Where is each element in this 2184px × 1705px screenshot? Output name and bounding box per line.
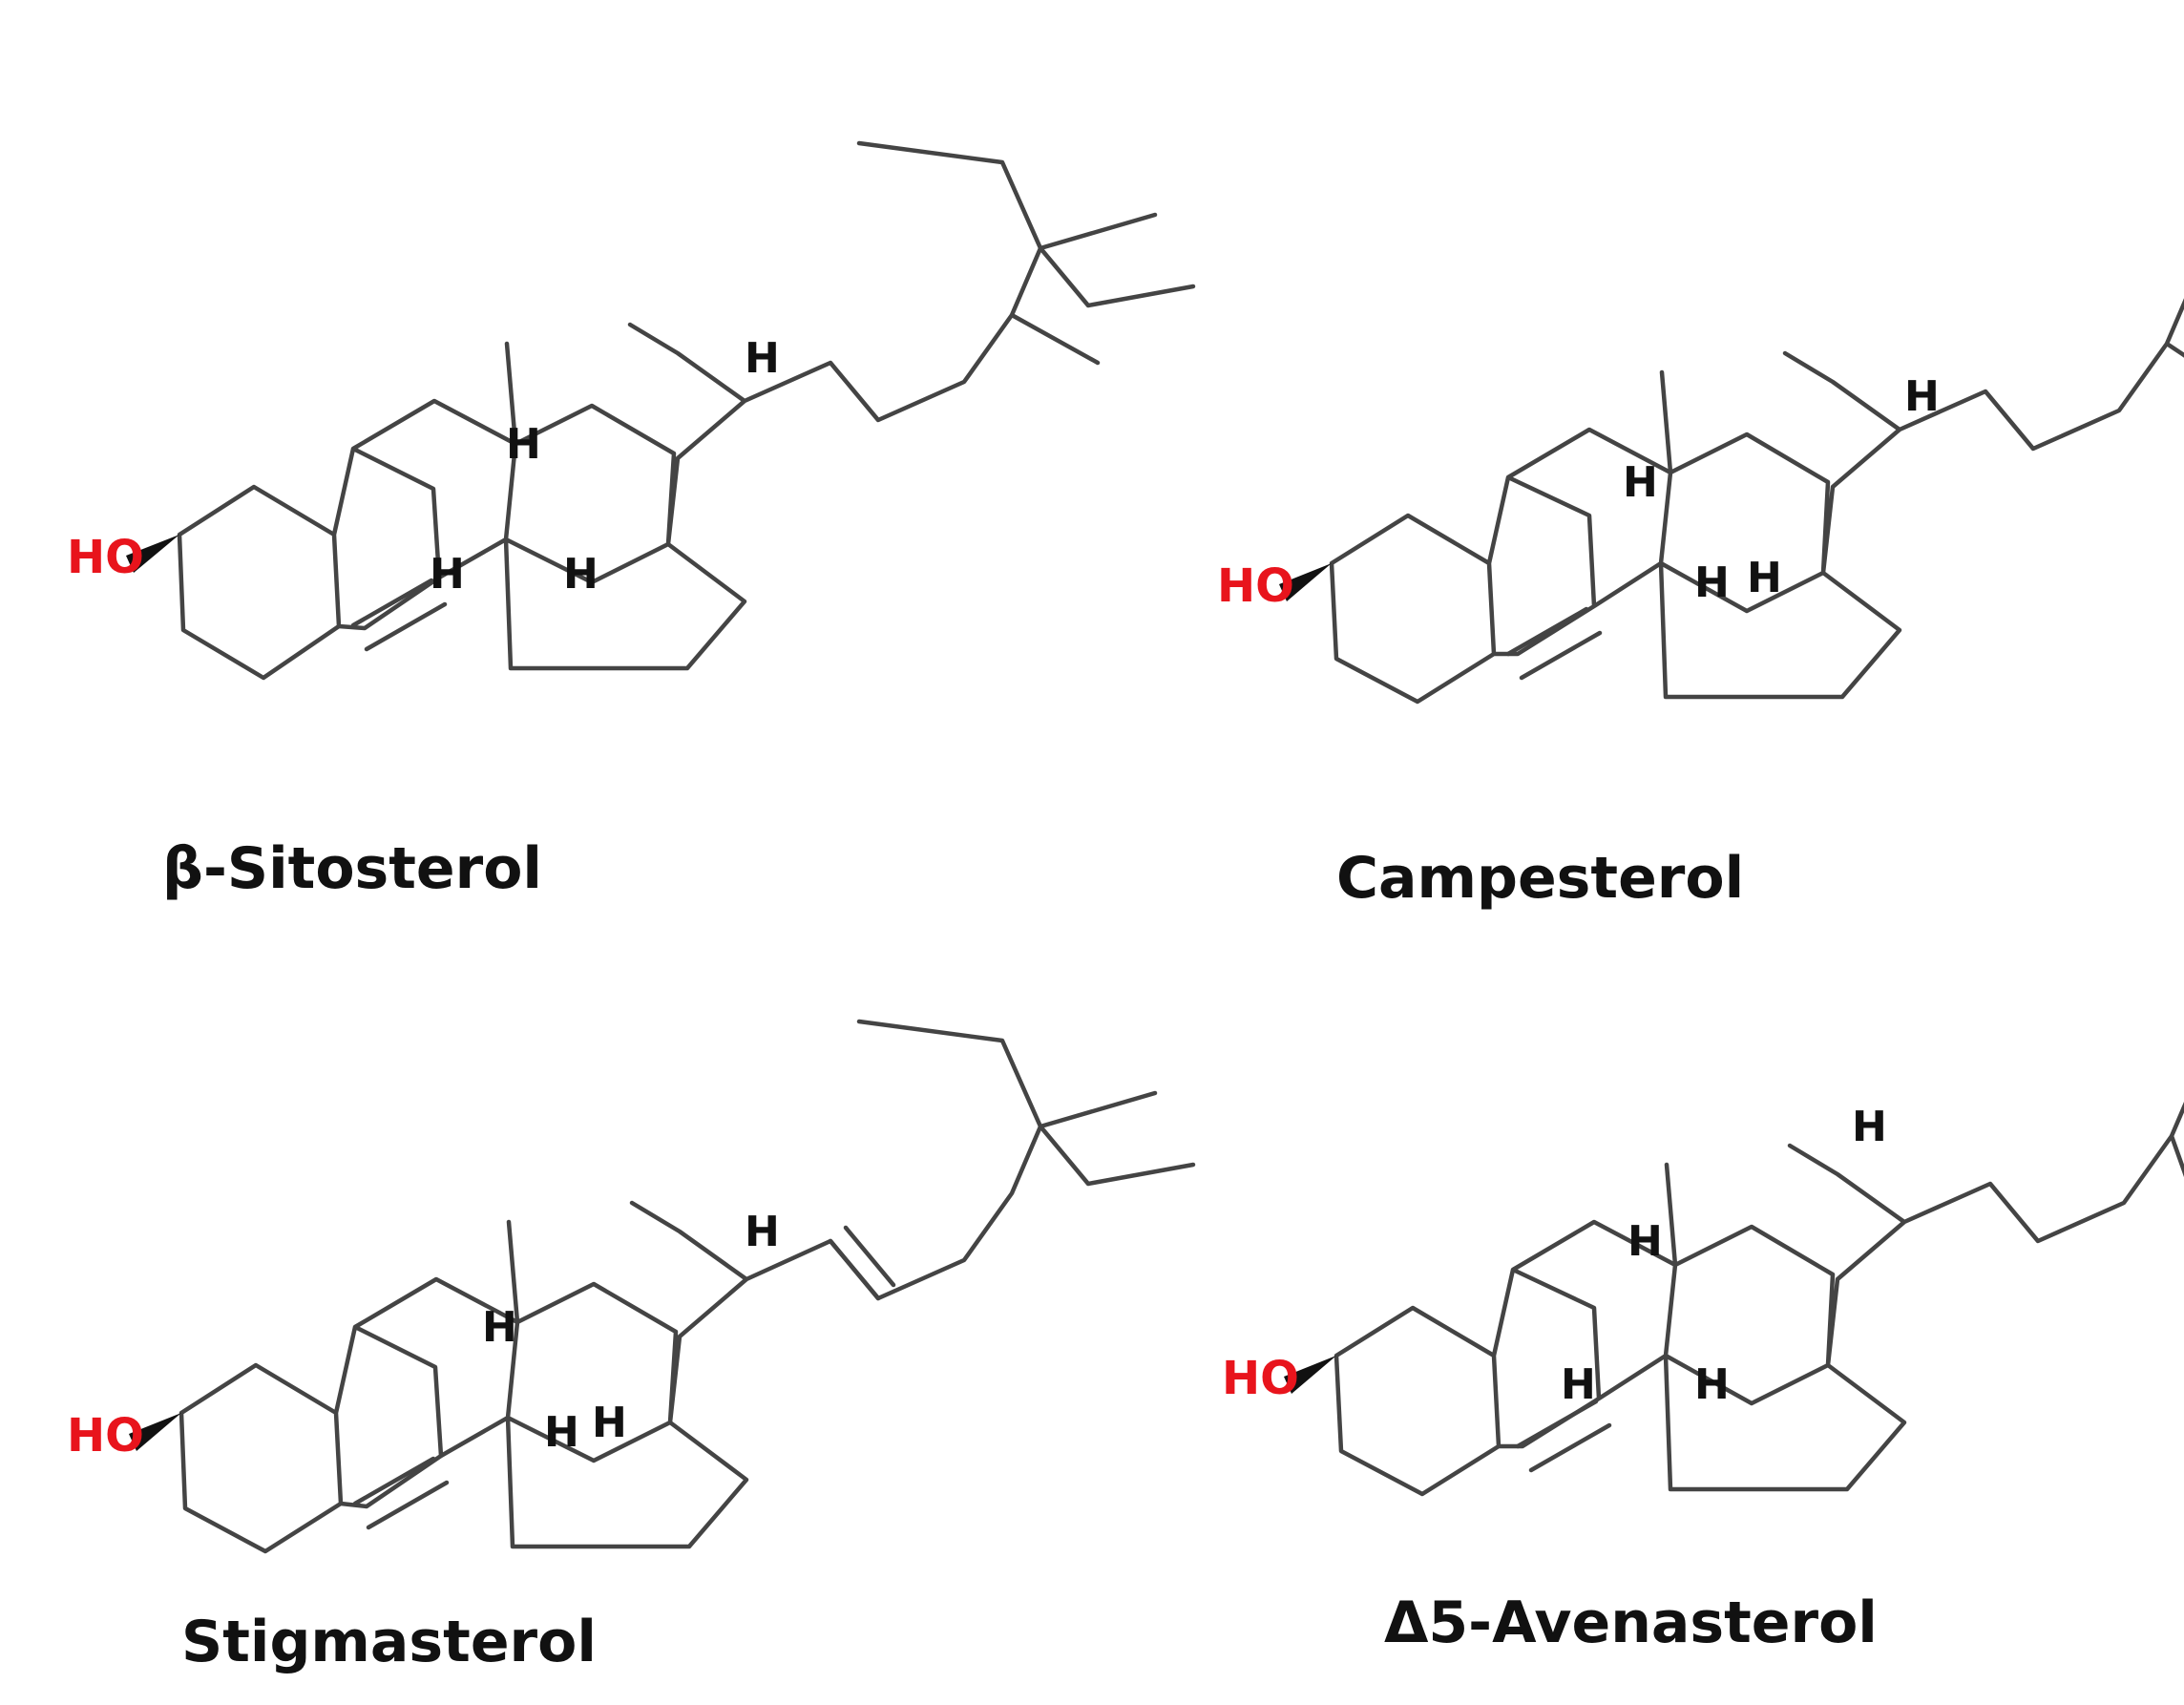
hydrogen-label-c14: H xyxy=(563,550,598,599)
hydrogen-label-c9: H xyxy=(1694,558,1730,607)
hydrogen-label-c9: H xyxy=(430,550,465,599)
hydroxyl-wedge-bond xyxy=(1284,1356,1336,1394)
hydroxyl-wedge-bond xyxy=(129,1413,181,1451)
double-bond-ring-b xyxy=(1515,1399,1612,1473)
hydroxyl-label: HO xyxy=(1217,559,1294,613)
hydroxyl-label: HO xyxy=(1222,1352,1299,1405)
hydrogen-label-c8: H xyxy=(1623,458,1658,507)
hydrogen-label-c17: H xyxy=(1904,372,1940,421)
double-bond-side-chain xyxy=(828,1225,896,1301)
hydroxyl-wedge-bond xyxy=(1279,563,1332,601)
hydroxyl-label: HO xyxy=(67,531,144,584)
hydrogen-label-c14: H xyxy=(1747,554,1782,602)
molecule-delta5-avenasterol: HO H H H H Δ5-Avenasterol xyxy=(1222,1101,2184,1656)
steroid-skeleton-bonds xyxy=(1334,1101,2184,1497)
molecule-stigmasterol: HO H H H H Stigmasterol xyxy=(67,1019,1196,1675)
hydrogen-label-c14: H xyxy=(1694,1360,1730,1409)
hydrogen-label-c9: H xyxy=(544,1408,579,1457)
hydrogen-label-c17: H xyxy=(1852,1103,1887,1151)
hydrogen-label-c17: H xyxy=(745,334,780,383)
steroid-skeleton-bonds xyxy=(1329,298,2184,705)
hydroxyl-label: HO xyxy=(67,1409,144,1463)
double-bond-ring-b xyxy=(1505,606,1603,681)
molecule-name: Stigmasterol xyxy=(181,1609,597,1675)
hydrogen-label-c14: H xyxy=(592,1399,627,1447)
hydrogen-label-c9: H xyxy=(1561,1360,1596,1409)
double-bond-ring-b xyxy=(350,578,448,652)
molecule-name: Campesterol xyxy=(1336,845,1744,912)
hydroxyl-wedge-bond xyxy=(126,535,179,573)
hydrogen-label-c8: H xyxy=(482,1303,517,1352)
hydrogen-label-c8: H xyxy=(1628,1217,1663,1266)
molecule-name: Δ5-Avenasterol xyxy=(1384,1589,1878,1656)
molecule-beta-sitosterol: HO H H H H β-Sitosterol xyxy=(67,140,1196,902)
steroid-skeleton-bonds xyxy=(178,1019,1196,1554)
hydrogen-label-c8: H xyxy=(506,420,541,469)
molecule-name: β-Sitosterol xyxy=(162,835,542,902)
double-bond-ring-b xyxy=(352,1456,450,1530)
molecule-campesterol: HO H H H H Campesterol xyxy=(1217,298,2184,912)
steroid-skeleton-bonds xyxy=(177,140,1196,681)
hydrogen-label-c17: H xyxy=(745,1208,780,1256)
